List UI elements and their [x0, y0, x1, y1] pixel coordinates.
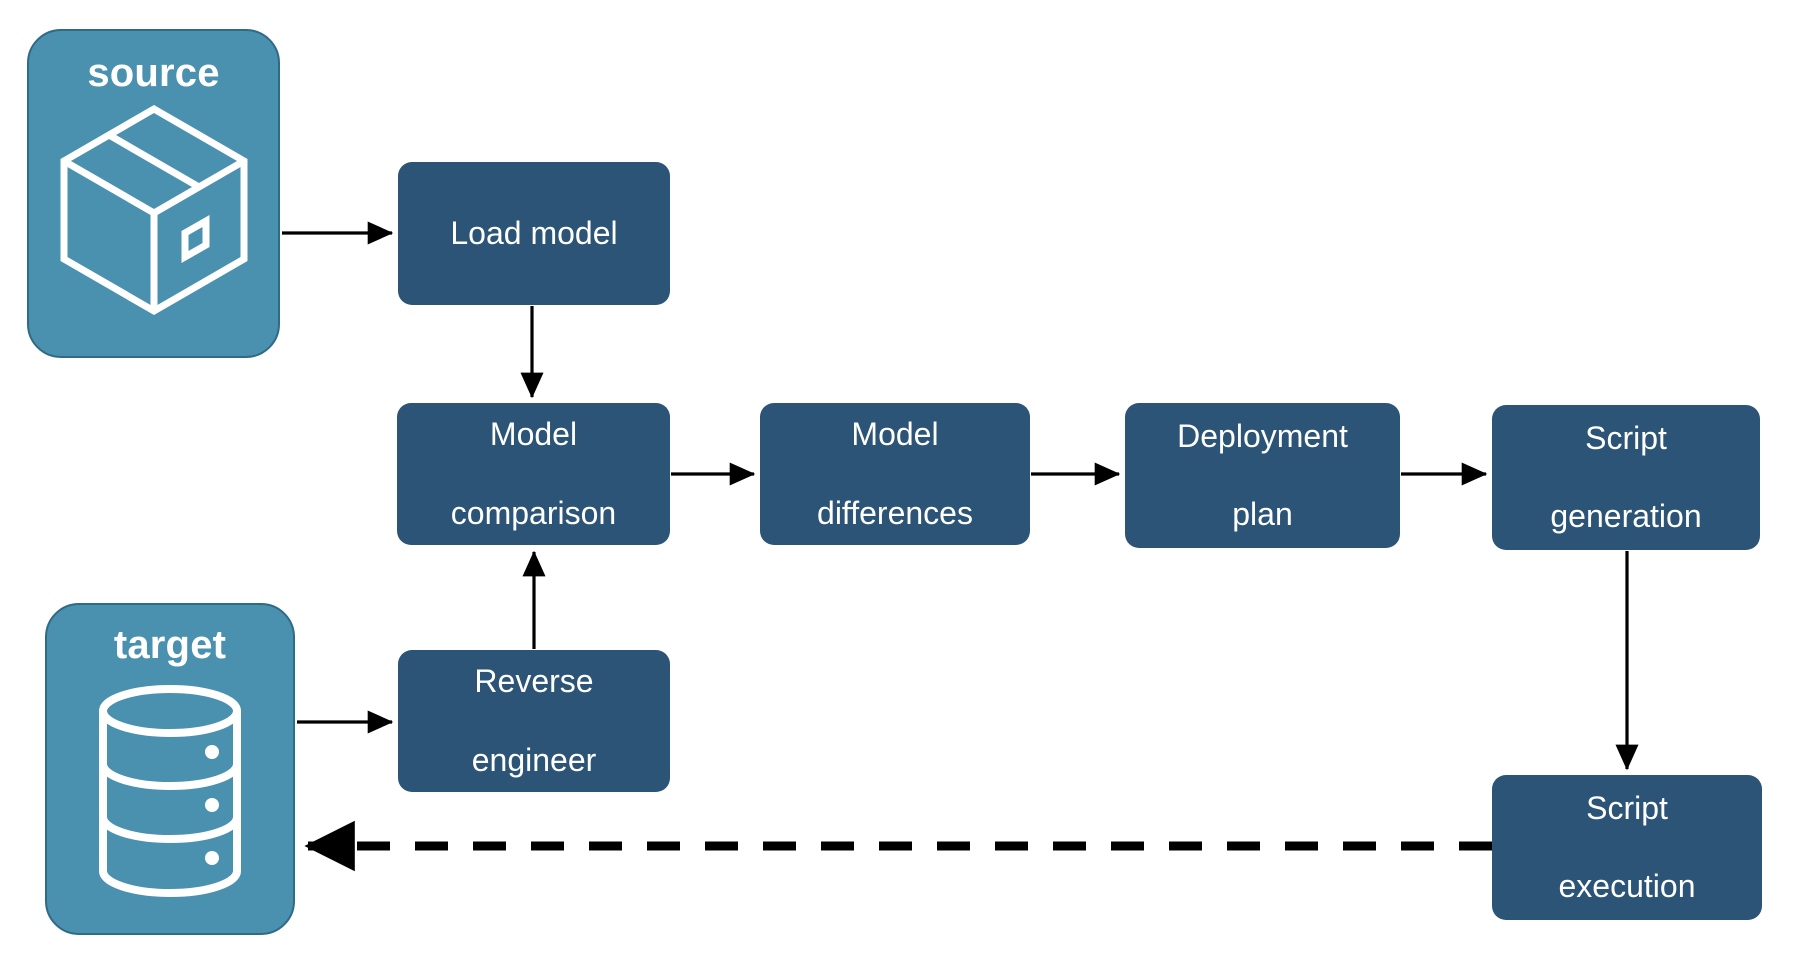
- process-reverse-engineer-label-line1: Reverse: [474, 663, 594, 700]
- process-model-comparison-label-line1: Model: [489, 416, 578, 453]
- package-box-icon: [54, 101, 254, 321]
- process-deployment-plan[interactable]: Deployment plan: [1125, 403, 1400, 548]
- process-script-generation-label-line1: Script: [1585, 419, 1667, 456]
- process-reverse-engineer[interactable]: Reverse engineer: [398, 650, 670, 792]
- process-deployment-plan-label-line2: plan: [1232, 496, 1293, 533]
- process-load-model-label: Load model: [450, 214, 618, 251]
- process-model-differences[interactable]: Model differences: [760, 403, 1030, 545]
- endpoint-target[interactable]: target: [45, 603, 295, 935]
- process-deployment-plan-label-line1: Deployment: [1177, 417, 1348, 454]
- endpoint-target-label: target: [113, 623, 227, 667]
- process-script-execution-label-line2: execution: [1558, 868, 1696, 905]
- process-script-execution-label-line1: Script: [1586, 789, 1668, 826]
- process-model-differences-label-line2: differences: [817, 494, 973, 531]
- process-script-generation-label-line2: generation: [1550, 498, 1702, 535]
- endpoint-source-label: source: [87, 51, 220, 95]
- process-reverse-engineer-label-line2: engineer: [471, 741, 597, 778]
- database-cylinder-icon: [90, 681, 250, 906]
- process-script-generation[interactable]: Script generation: [1492, 405, 1760, 550]
- process-load-model[interactable]: Load model: [398, 162, 670, 305]
- process-model-comparison-label-line2: comparison: [450, 494, 617, 531]
- process-script-execution[interactable]: Script execution: [1492, 775, 1762, 920]
- process-model-differences-label-line1: Model: [851, 416, 939, 453]
- process-model-comparison[interactable]: Model comparison: [397, 403, 670, 545]
- endpoint-source[interactable]: source: [27, 29, 280, 358]
